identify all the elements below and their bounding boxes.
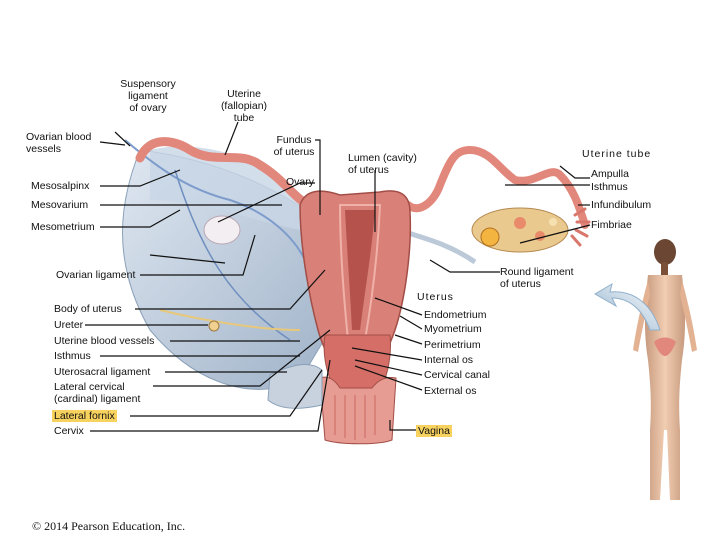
label-uterus: Uterus [417,291,454,303]
label-ovarian-blood-vessels: Ovarian blood vessels [26,131,92,155]
label-cervix: Cervix [54,425,84,437]
label-isthmus: Isthmus [54,350,91,362]
label-lateral-fornix: Lateral fornix [52,410,117,422]
label-mesovarium: Mesovarium [31,199,89,211]
label-body-of-uterus: Body of uterus [54,303,122,315]
uterine-cavity [345,210,375,330]
label-uterine-tube-right: Uterine tube [582,148,652,160]
label-isthmus-tube: Isthmus [591,181,628,193]
mesosalpinx-sheet [150,146,300,230]
ovarian-blood-vessel-2 [174,169,291,341]
label-infundibulum: Infundibulum [591,199,652,211]
label-ampulla: Ampulla [591,168,629,180]
label-internal-os: Internal os [424,354,474,366]
label-uterosacral-ligament: Uterosacral ligament [54,366,151,378]
ureter-cross-section [208,320,220,332]
label-lumen: Lumen (cavity) of uterus [348,152,417,176]
ureter-line [159,309,301,331]
label-myometrium: Myometrium [424,323,482,335]
body-figure [633,239,697,500]
label-ovarian-ligament: Ovarian ligament [56,269,136,281]
label-external-os: External os [424,385,477,397]
uterine-tube-left [135,137,315,210]
leader-lines [85,121,591,432]
label-fundus: Fundus of uterus [273,134,315,158]
label-lateral-cervical-ligament: Lateral cervical (cardinal) ligament [54,381,141,405]
pointer-arrow [594,282,661,331]
label-endometrium: Endometrium [424,309,487,321]
ovary-left [203,215,241,245]
label-round-ligament: Round ligament of uterus [500,266,574,290]
label-fimbriae: Fimbriae [591,219,632,231]
label-mesometrium: Mesometrium [31,221,95,233]
label-vagina: Vagina [416,425,452,437]
vagina-shape [319,376,397,445]
label-suspensory-ligament: Suspensory ligament of ovary [120,78,176,114]
label-uterine-fallopian-tube: Uterine (fallopian) tube [220,88,268,124]
label-mesosalpinx: Mesosalpinx [31,180,90,192]
fimbriae [570,207,591,247]
round-ligament [404,229,477,265]
label-uterine-blood-vessels: Uterine blood vessels [54,335,155,347]
uterine-tube-right [404,145,589,229]
vaginal-folds [334,395,376,440]
label-ovary: Ovary [286,176,315,188]
ovarian-blood-vessel [124,139,306,261]
label-cervical-canal: Cervical canal [424,369,490,381]
label-ureter: Ureter [54,319,84,331]
copyright-notice: © 2014 Pearson Education, Inc. [32,519,186,533]
label-perimetrium: Perimetrium [424,339,481,351]
